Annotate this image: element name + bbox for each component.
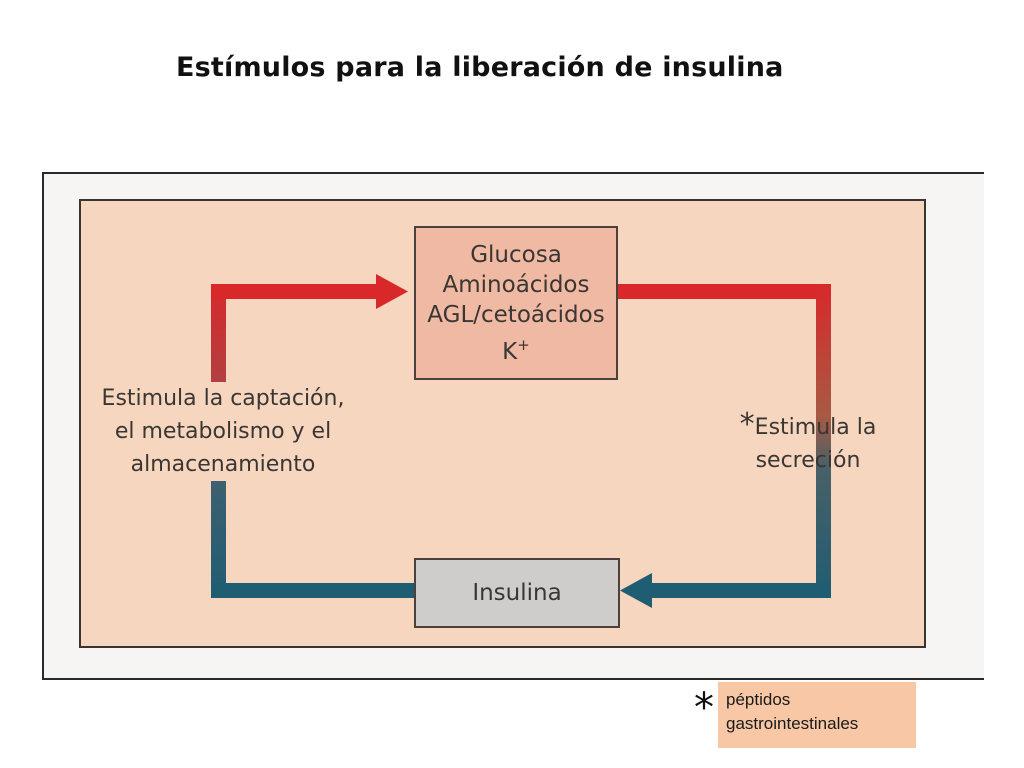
right-effect-label: *Estimula la secreción [728,408,888,477]
left-label-line: almacenamiento [130,452,316,477]
insulin-label: Insulina [472,580,562,606]
bottom-left-connector [211,583,415,598]
potassium-charge: + [517,335,530,354]
left-label-line: Estimula la captación, [101,386,345,411]
arrow-to-stimuli [376,274,408,309]
arrow-to-insulin [620,573,652,608]
footnote-line: gastrointestinales [726,714,859,733]
bottom-right-connector [648,583,831,598]
left-effect-label: Estimula la captación, el metabolismo y … [88,382,358,481]
right-label-line: secreción [755,448,861,473]
stimulus-amino-acids: Aminoácidos [442,271,590,298]
left-label-line: el metabolismo y el [114,419,332,444]
right-vertical-connector [816,284,831,598]
top-right-connector [616,284,831,299]
footnote-line: péptidos [726,690,791,709]
page-title: Estímulos para la liberación de insulina [176,52,784,83]
stimulus-fatty-acids: AGL/cetoácidos [427,301,605,328]
stimuli-box: Glucosa Aminoácidos AGL/cetoácidos K+ [414,226,618,380]
right-label-text: Estimula la [754,415,877,440]
stimulus-potassium: K+ [502,330,530,367]
right-label-line: *Estimula la [728,408,888,444]
stimulus-glucose: Glucosa [470,241,562,268]
right-label-asterisk: * [739,407,755,442]
potassium-symbol: K [502,338,518,365]
top-left-connector [211,284,379,299]
insulin-box: Insulina [414,558,620,628]
footnote-asterisk: * [694,685,714,731]
footnote-box: péptidos gastrointestinales [718,682,916,748]
